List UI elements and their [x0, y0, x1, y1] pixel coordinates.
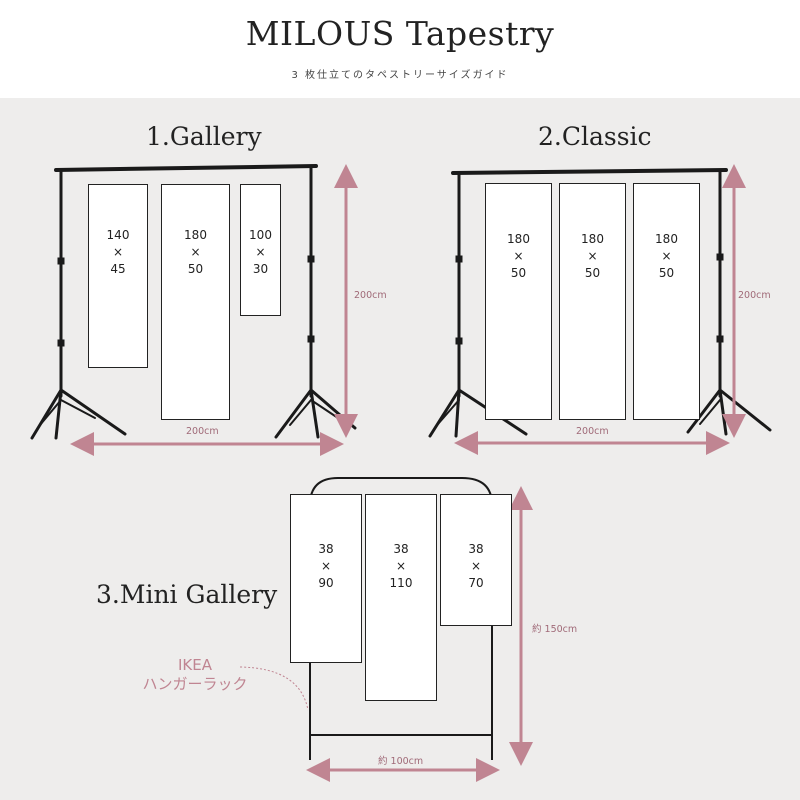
ikea-note-line2: ハンガーラック — [142, 675, 248, 693]
mini-width-label: 約 100cm — [378, 756, 424, 767]
panel-width-label: 50 — [510, 266, 527, 280]
panel-height-label: 180 — [184, 228, 207, 242]
gallery-panel-2: 180 × 50 — [161, 184, 230, 420]
panel-times-symbol: × — [255, 245, 266, 259]
panel-width-label: 50 — [584, 266, 601, 280]
ikea-hanger-note: IKEA ハンガーラック — [130, 656, 260, 694]
panel-height-label: 180 — [507, 232, 530, 246]
page-title: MILOUS Tapestry — [245, 14, 555, 53]
classic-stand — [428, 168, 772, 438]
panel-times-symbol: × — [112, 245, 124, 259]
panel-width-label: 90 — [318, 576, 334, 590]
panel-height-label: 100 — [249, 228, 272, 242]
classic-height-label: 200cm — [738, 290, 771, 301]
classic-width-label: 200cm — [576, 426, 609, 437]
mini-arrows — [306, 486, 533, 782]
classic-panel-2: 180 × 50 — [559, 183, 626, 420]
classic-arrows — [454, 164, 746, 455]
mini-panel-1: 38 × 90 — [290, 494, 362, 663]
ikea-note-line1: IKEA — [178, 656, 212, 674]
panel-height-label: 180 — [581, 232, 604, 246]
page-subtitle: 3 枚仕立てのタペストリーサイズガイド — [291, 70, 509, 81]
ikea-pointer-line — [239, 666, 309, 711]
panel-height-label: 38 — [318, 542, 334, 556]
section-title-classic: 2.Classic — [538, 122, 652, 151]
panel-width-label: 70 — [468, 576, 484, 590]
section-title-gallery: 1.Gallery — [146, 122, 262, 151]
gallery-width-label: 200cm — [186, 426, 219, 437]
panel-times-symbol: × — [395, 559, 407, 573]
gallery-panel-1: 140 × 45 — [88, 184, 148, 368]
classic-panel-3: 180 × 50 — [633, 183, 700, 420]
panel-width-label: 50 — [658, 266, 675, 280]
gallery-arrows — [70, 164, 358, 456]
panel-width-label: 30 — [252, 262, 269, 276]
panel-times-symbol: × — [587, 249, 598, 263]
panel-times-symbol: × — [661, 249, 672, 263]
mini-height-label: 約 150cm — [532, 624, 578, 635]
panel-times-symbol: × — [190, 245, 201, 259]
panel-height-label: 140 — [106, 228, 130, 242]
mini-panel-2: 38 × 110 — [365, 494, 437, 701]
panel-width-label: 110 — [389, 576, 413, 590]
gallery-panel-3: 100 × 30 — [240, 184, 281, 316]
gallery-stand — [30, 164, 357, 440]
panel-height-label: 38 — [468, 542, 484, 556]
gallery-height-label: 200cm — [354, 290, 387, 301]
header: MILOUS Tapestry 3 枚仕立てのタペストリーサイズガイド — [0, 0, 800, 98]
mini-panel-3: 38 × 70 — [440, 494, 512, 626]
panel-times-symbol: × — [513, 249, 524, 263]
panel-times-symbol: × — [320, 559, 332, 573]
panel-height-label: 38 — [393, 542, 409, 556]
panel-width-label: 45 — [110, 262, 126, 276]
panel-height-label: 180 — [655, 232, 678, 246]
section-title-mini-gallery: 3.Mini Gallery — [96, 580, 278, 609]
classic-panel-1: 180 × 50 — [485, 183, 552, 420]
panel-times-symbol: × — [470, 559, 482, 573]
panel-width-label: 50 — [187, 262, 204, 276]
